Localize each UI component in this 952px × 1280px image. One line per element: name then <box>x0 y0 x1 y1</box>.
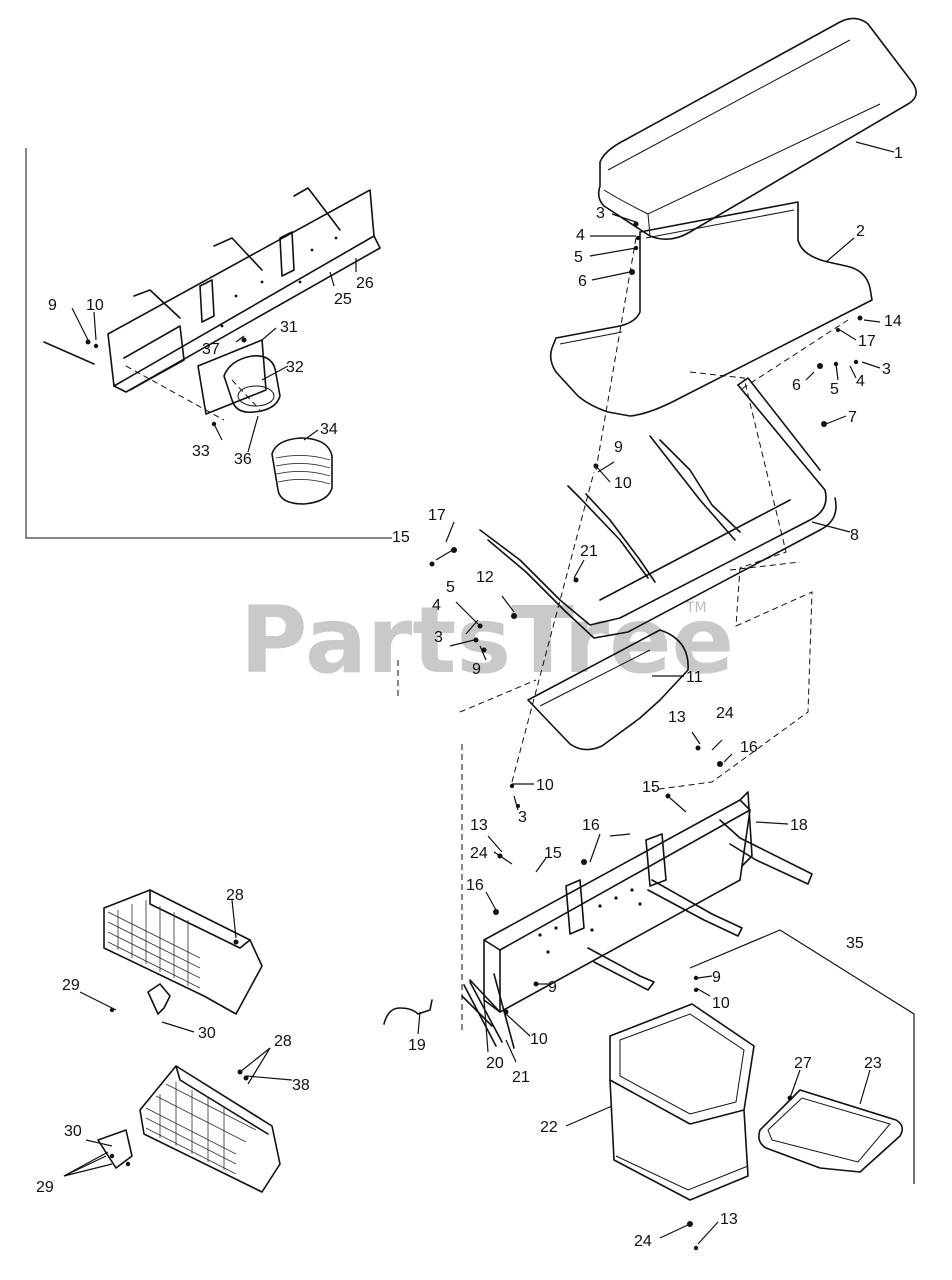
callout-10: 10 <box>614 475 632 492</box>
callout-6: 6 <box>578 273 587 290</box>
callout-3: 3 <box>518 809 527 826</box>
callout-25: 25 <box>334 291 352 308</box>
callout-34: 34 <box>320 421 338 438</box>
callout-9: 9 <box>548 979 557 996</box>
part-23-bag-frame <box>758 1089 904 1173</box>
callout-35: 35 <box>846 935 864 952</box>
callout-10: 10 <box>536 777 554 794</box>
callout-23: 23 <box>864 1055 882 1072</box>
callout-7: 7 <box>848 409 857 426</box>
callout-24: 24 <box>634 1233 652 1250</box>
part-1-hopper-lid <box>597 17 917 240</box>
callout-15: 15 <box>392 529 410 546</box>
callout-9: 9 <box>472 661 481 678</box>
callout-9: 9 <box>712 969 721 986</box>
callout-3: 3 <box>434 629 443 646</box>
part-18-bagger-mount <box>461 791 813 1027</box>
callout-9: 9 <box>614 439 623 456</box>
callout-29: 29 <box>36 1179 54 1196</box>
part-11-deflector <box>527 629 689 751</box>
callout-labels: 1 2 3 4 5 6 14 17 3 4 5 6 7 8 9 10 15 17… <box>36 145 903 1250</box>
callout-30: 30 <box>198 1025 216 1042</box>
callout-24: 24 <box>716 705 734 722</box>
inset-chute-assembly <box>43 187 381 505</box>
callout-4: 4 <box>576 227 585 244</box>
callout-26: 26 <box>356 275 374 292</box>
leader-lines <box>63 141 895 1245</box>
part-19-20-21-links <box>383 973 515 1049</box>
watermark-text: PartsTree <box>240 587 734 694</box>
callout-15: 15 <box>642 779 660 796</box>
callout-3: 3 <box>596 205 605 222</box>
callout-28: 28 <box>226 887 244 904</box>
callout-12: 12 <box>476 569 494 586</box>
part-2-liner <box>549 201 873 417</box>
part-35-bracket <box>689 929 915 1184</box>
part-22-bag <box>609 1003 755 1201</box>
watermark-trademark: TM <box>685 600 707 616</box>
callout-4: 4 <box>432 597 441 614</box>
callout-11: 11 <box>686 669 703 686</box>
callout-19: 19 <box>408 1037 426 1054</box>
callout-4: 4 <box>856 373 865 390</box>
callout-22: 22 <box>540 1119 558 1136</box>
callout-18: 18 <box>790 817 808 834</box>
callout-6: 6 <box>792 377 801 394</box>
inset-phantom-line <box>125 365 261 421</box>
callout-21: 21 <box>580 543 598 560</box>
callout-5: 5 <box>446 579 455 596</box>
rear-guard-lower <box>97 1065 281 1193</box>
callout-29: 29 <box>62 977 80 994</box>
callout-9: 9 <box>48 297 57 314</box>
callout-13: 13 <box>470 817 488 834</box>
callout-16: 16 <box>740 739 758 756</box>
callout-10: 10 <box>530 1031 548 1048</box>
rear-guard-upper <box>103 889 263 1015</box>
callout-24: 24 <box>470 845 488 862</box>
hardware-fasteners <box>85 221 863 1251</box>
callout-27: 27 <box>794 1055 812 1072</box>
callout-10: 10 <box>712 995 730 1012</box>
callout-33: 33 <box>192 443 210 460</box>
callout-15: 15 <box>544 845 562 862</box>
callout-5: 5 <box>574 249 583 266</box>
callout-37: 37 <box>202 341 220 358</box>
hopper-phantom-outline <box>397 371 813 1030</box>
inset-border <box>25 148 392 539</box>
callout-31: 31 <box>280 319 298 336</box>
callout-36: 36 <box>234 451 252 468</box>
callout-2: 2 <box>856 223 865 240</box>
callout-21: 21 <box>512 1069 530 1086</box>
callout-10: 10 <box>86 297 104 314</box>
callout-13: 13 <box>720 1211 738 1228</box>
callout-20: 20 <box>486 1055 504 1072</box>
callout-30: 30 <box>64 1123 82 1140</box>
callout-32: 32 <box>286 359 304 376</box>
callout-17: 17 <box>858 333 876 350</box>
callout-17: 17 <box>428 507 446 524</box>
callout-14: 14 <box>884 313 902 330</box>
callout-16: 16 <box>582 817 600 834</box>
callout-13: 13 <box>668 709 686 726</box>
callout-1: 1 <box>894 145 903 162</box>
callout-28: 28 <box>274 1033 292 1050</box>
callout-38: 38 <box>292 1077 310 1094</box>
callout-3: 3 <box>882 361 891 378</box>
callout-8: 8 <box>850 527 859 544</box>
callout-5: 5 <box>830 381 839 398</box>
callout-16: 16 <box>466 877 484 894</box>
